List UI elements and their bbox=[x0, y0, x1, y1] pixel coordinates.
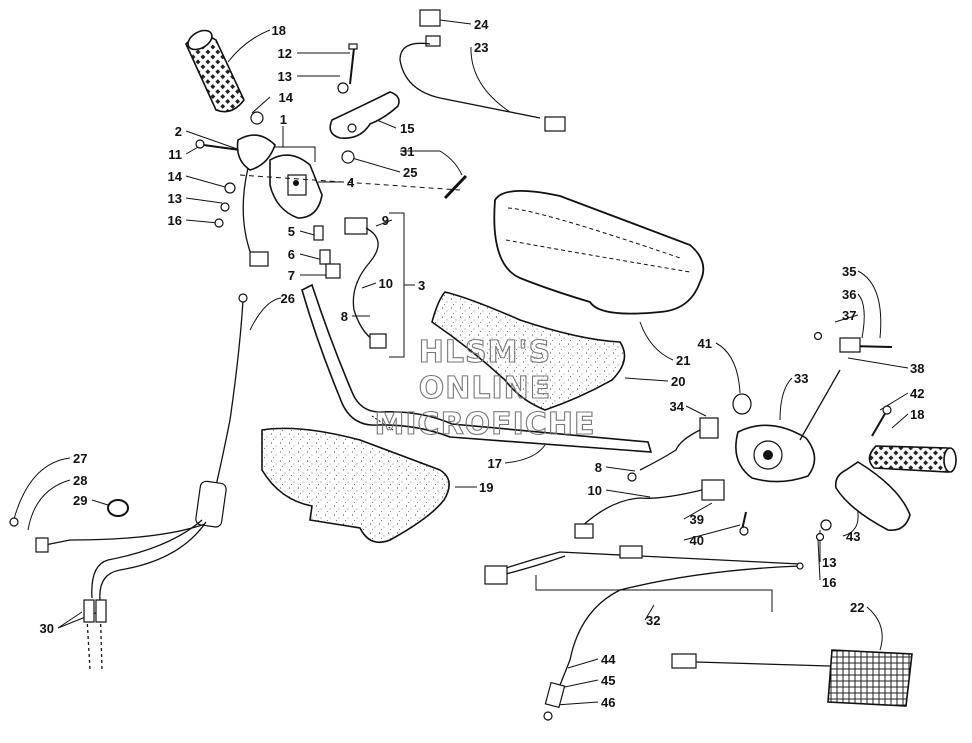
callout-label: 32 bbox=[646, 613, 660, 628]
callout-label: 39 bbox=[690, 512, 704, 527]
callout-label: 10 bbox=[379, 276, 393, 291]
heater-element-22 bbox=[671, 649, 913, 707]
brake-master-cylinder-33 bbox=[732, 369, 841, 483]
grip-right-18 bbox=[868, 445, 957, 473]
callout-label: 8 bbox=[595, 460, 602, 475]
handlebar-pad-21 bbox=[493, 189, 705, 315]
callout-label: 37 bbox=[842, 308, 856, 323]
callout-label: 14 bbox=[279, 90, 294, 105]
callout-label: 33 bbox=[794, 371, 808, 386]
throttle-pin-31 bbox=[239, 174, 468, 200]
callout-label: 13 bbox=[822, 555, 836, 570]
callout-labels: 18 12 13 14 1 2 11 14 13 16 24 23 15 31 … bbox=[40, 17, 925, 710]
brake-lever-bracket-15 bbox=[329, 91, 400, 140]
callout-label: 30 bbox=[40, 621, 54, 636]
callout-label: 25 bbox=[403, 165, 417, 180]
bolts-and-fasteners bbox=[195, 43, 893, 542]
callout-label: 28 bbox=[73, 473, 87, 488]
hand-warmer-cable-23 bbox=[399, 9, 566, 132]
throttle-housing-4 bbox=[269, 154, 323, 219]
callout-label: 1 bbox=[280, 112, 287, 127]
throttle-switch-wiring bbox=[313, 217, 387, 349]
watermark-line-1: HLSM'S bbox=[419, 335, 551, 370]
callout-label: 13 bbox=[168, 191, 182, 206]
hand-warmer-harness-32 bbox=[484, 545, 801, 585]
watermark-line-3: MICROFICHE bbox=[375, 407, 596, 442]
callout-label: 27 bbox=[73, 451, 87, 466]
switch-housing-1 bbox=[236, 134, 276, 267]
switch-wiring-10-34-39 bbox=[574, 417, 725, 539]
callout-label: 9 bbox=[382, 213, 389, 228]
callout-label: 8 bbox=[341, 309, 348, 324]
callout-label: 44 bbox=[601, 652, 616, 667]
callout-label: 2 bbox=[175, 124, 182, 139]
handlebar-cover-20 bbox=[431, 291, 626, 411]
grip-left-18 bbox=[185, 29, 245, 113]
callout-label: 7 bbox=[288, 268, 295, 283]
callout-label: 22 bbox=[850, 600, 864, 615]
callout-label: 41 bbox=[698, 336, 712, 351]
watermark-line-2: ONLINE bbox=[419, 371, 552, 406]
callout-label: 42 bbox=[910, 386, 924, 401]
callout-label: 18 bbox=[910, 407, 924, 422]
callout-label: 17 bbox=[488, 456, 502, 471]
watermark: HLSM'S ONLINE MICROFICHE bbox=[374, 334, 596, 442]
callout-label: 18 bbox=[272, 23, 286, 38]
callout-label: 10 bbox=[588, 483, 602, 498]
callout-label: 34 bbox=[670, 399, 685, 414]
throttle-cable-44-45-46 bbox=[543, 562, 804, 721]
callout-label: 26 bbox=[281, 291, 295, 306]
callout-label: 4 bbox=[347, 175, 355, 190]
callout-label: 5 bbox=[288, 224, 295, 239]
callout-label: 14 bbox=[168, 169, 183, 184]
throttle-cable-26 bbox=[39, 293, 248, 671]
callout-label: 29 bbox=[73, 493, 87, 508]
callout-label: 46 bbox=[601, 695, 615, 710]
callout-label: 40 bbox=[690, 533, 704, 548]
callout-label: 23 bbox=[474, 40, 488, 55]
lower-cover-19 bbox=[261, 427, 450, 544]
handlebar-17 bbox=[301, 283, 653, 453]
cable-ends-27-28-29 bbox=[9, 499, 129, 553]
callout-label: 21 bbox=[676, 353, 690, 368]
callout-label: 24 bbox=[474, 17, 489, 32]
callout-label: 36 bbox=[842, 287, 856, 302]
callout-label: 38 bbox=[910, 361, 924, 376]
callout-label: 16 bbox=[168, 213, 182, 228]
brake-lever-43 bbox=[834, 461, 911, 532]
callout-label: 20 bbox=[671, 374, 685, 389]
callout-label: 16 bbox=[822, 575, 836, 590]
callout-label: 45 bbox=[601, 673, 615, 688]
callout-label: 11 bbox=[168, 147, 182, 162]
callout-label: 3 bbox=[418, 278, 425, 293]
callout-label: 12 bbox=[278, 46, 292, 61]
callout-label: 15 bbox=[400, 121, 414, 136]
callout-label: 35 bbox=[842, 264, 856, 279]
callout-label: 13 bbox=[278, 69, 292, 84]
callout-label: 19 bbox=[479, 480, 493, 495]
callout-label: 31 bbox=[400, 144, 414, 159]
callout-label: 43 bbox=[846, 529, 860, 544]
callout-label: 6 bbox=[288, 247, 295, 262]
